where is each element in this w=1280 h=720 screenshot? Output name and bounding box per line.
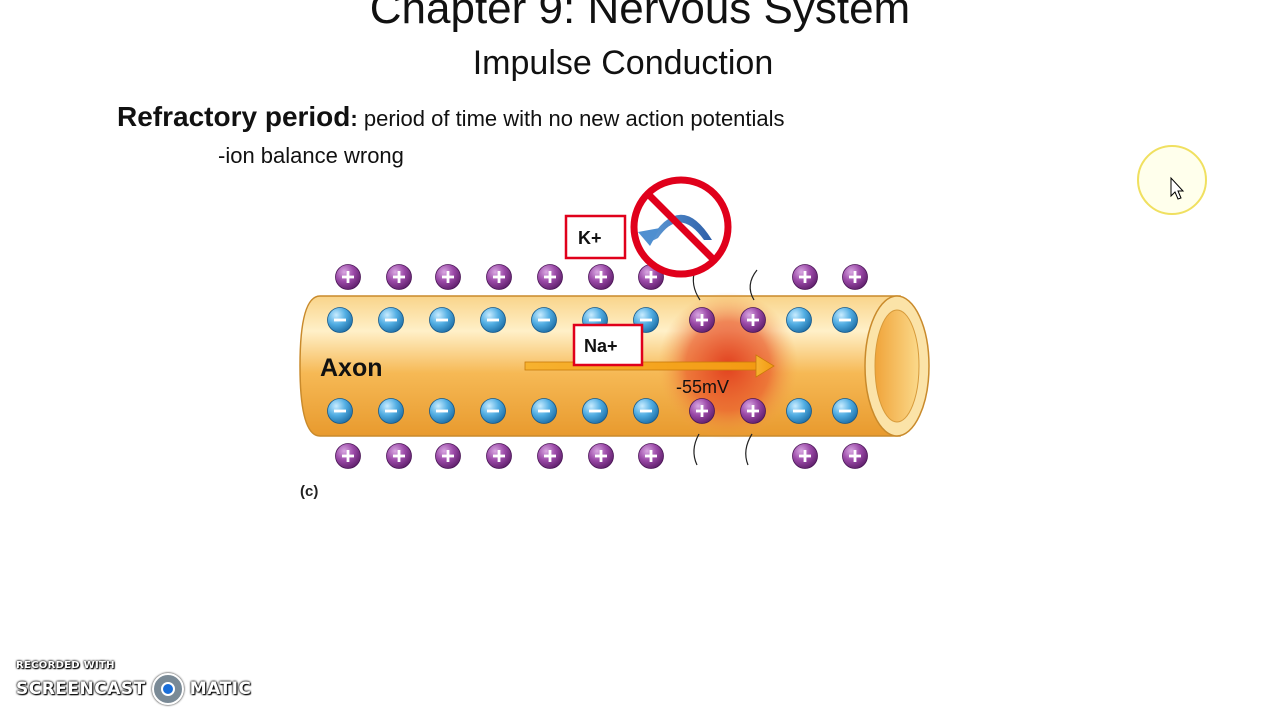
axon-label: Axon [320, 354, 383, 382]
screencast-logo-icon [151, 673, 184, 705]
sub-bullet: -ion balance wrong [218, 143, 404, 168]
positive-outer-top-ion [842, 264, 868, 290]
negative-inner-top-ion [480, 307, 506, 333]
negative-inner-top-ion [327, 307, 353, 333]
no-reverse-flow-icon [630, 176, 732, 278]
negative-inner-bottom-ion [531, 398, 557, 424]
negative-inner-top-ion [429, 307, 455, 333]
positive-outer-bottom-ion [335, 443, 361, 469]
cursor-icon [1170, 176, 1185, 200]
positive-outer-bottom-ion [537, 443, 563, 469]
ion-layer [327, 264, 868, 469]
negative-inner-bottom-ion [378, 398, 404, 424]
slide-title: Chapter 9: Nervous System [369, 0, 911, 33]
positive-outer-top-ion [335, 264, 361, 290]
positive-outer-top-ion [792, 264, 818, 290]
positive-outer-bottom-ion [638, 443, 664, 469]
definition-colon: : [350, 106, 358, 131]
positive-inner-bottom-ion [740, 398, 766, 424]
positive-outer-bottom-ion [435, 443, 461, 469]
watermark-line1: RECORDED WITH [16, 660, 115, 671]
positive-outer-top-ion [386, 264, 412, 290]
negative-inner-top-ion [531, 307, 557, 333]
positive-inner-top-ion [740, 307, 766, 333]
watermark-brand: SCREENCAST MATIC [16, 673, 251, 705]
watermark: RECORDED WITH SCREENCAST MATIC [16, 660, 251, 705]
negative-inner-top-ion [786, 307, 812, 333]
definition-line: Refractory period: period of time with n… [117, 101, 785, 133]
negative-inner-bottom-ion [582, 398, 608, 424]
negative-inner-bottom-ion [327, 398, 353, 424]
voltage-label: -55mV [676, 377, 729, 397]
watermark-word1: SCREENCAST [16, 679, 146, 699]
negative-inner-top-ion [832, 307, 858, 333]
positive-outer-bottom-ion [386, 443, 412, 469]
positive-outer-bottom-ion [842, 443, 868, 469]
panel-label: (c) [300, 483, 318, 500]
k-label: K+ [578, 228, 602, 248]
positive-outer-top-ion [537, 264, 563, 290]
negative-inner-bottom-ion [480, 398, 506, 424]
positive-outer-top-ion [435, 264, 461, 290]
negative-inner-bottom-ion [832, 398, 858, 424]
slide-subtitle: Impulse Conduction [472, 44, 774, 82]
na-label: Na+ [584, 336, 618, 356]
negative-inner-bottom-ion [786, 398, 812, 424]
negative-inner-bottom-ion [429, 398, 455, 424]
axon-end-inner [874, 309, 920, 423]
negative-inner-top-ion [378, 307, 404, 333]
watermark-word2: MATIC [189, 679, 252, 699]
positive-outer-top-ion [588, 264, 614, 290]
positive-outer-bottom-ion [792, 443, 818, 469]
na-label-box [572, 323, 644, 367]
positive-inner-bottom-ion [689, 398, 715, 424]
k-label-box [564, 214, 627, 260]
positive-outer-top-ion [486, 264, 512, 290]
definition-text: period of time with no new action potent… [357, 106, 785, 131]
definition-term: Refractory period [117, 101, 351, 132]
positive-inner-top-ion [689, 307, 715, 333]
positive-outer-bottom-ion [486, 443, 512, 469]
positive-outer-bottom-ion [588, 443, 614, 469]
negative-inner-bottom-ion [633, 398, 659, 424]
